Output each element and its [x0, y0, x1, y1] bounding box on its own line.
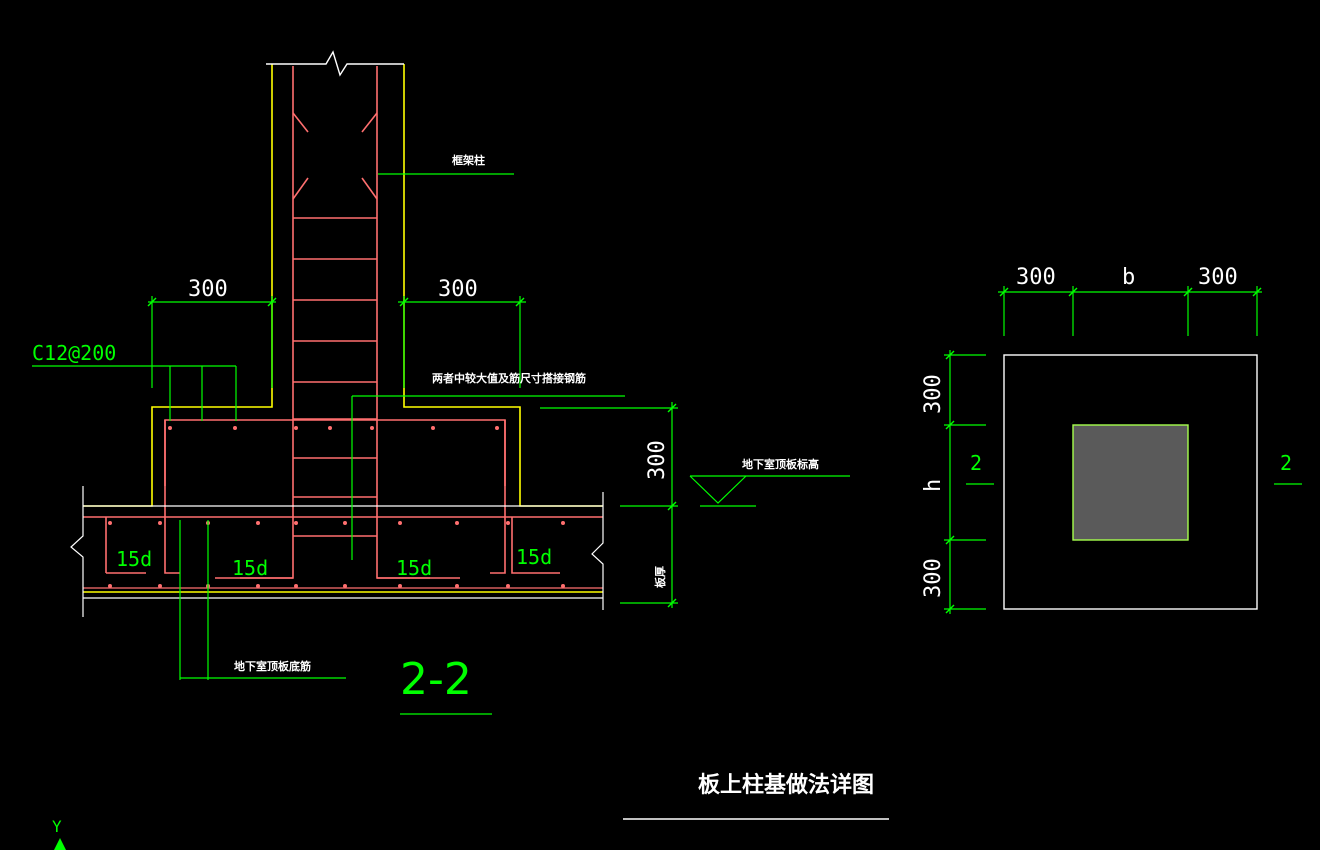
plan-dim-top-b: b	[1122, 265, 1135, 290]
rebar-dot	[294, 426, 298, 430]
anchor-label-3: 15d	[396, 556, 432, 580]
plan-dim-side-bottom: 300	[921, 558, 946, 598]
plan-dim-top-right: 300	[1198, 265, 1238, 290]
rebar-dot	[495, 426, 499, 430]
pedestal-outline	[1003, 354, 1258, 610]
rebar-dot	[294, 521, 298, 525]
plan-view: 300 b 300 300 h 300 2 2	[921, 265, 1302, 614]
floor-slab	[70, 486, 604, 617]
rebar-dot	[370, 426, 374, 430]
rebar-callout: C12@200	[32, 341, 116, 365]
anchor-label-1: 15d	[116, 547, 152, 571]
rebar-dot	[158, 521, 162, 525]
section-2-2: 300 300 300 C12@200 15d 15d 15d 15d 框架柱 …	[32, 50, 850, 715]
rebar-dot	[431, 426, 435, 430]
rebar-dot	[256, 584, 260, 588]
column-rebar	[240, 66, 430, 579]
section-dimensions	[32, 173, 850, 715]
rebar-dot	[108, 521, 112, 525]
dim-left-width: 300	[188, 277, 228, 302]
rebar-dot	[168, 426, 172, 430]
column-section	[1072, 424, 1189, 541]
rebar-dot	[256, 521, 260, 525]
rebar-dot	[561, 584, 565, 588]
note-floor-level: 地下室顶板标高	[742, 457, 819, 471]
cut-mark-right: 2	[1280, 451, 1292, 475]
rebar-dot	[455, 584, 459, 588]
plan-dim-top-left: 300	[1016, 265, 1056, 290]
rebar-dot	[158, 584, 162, 588]
rebar-dots	[108, 426, 565, 588]
rebar-dot	[233, 426, 237, 430]
rebar-dot	[561, 521, 565, 525]
pedestal-rebar	[83, 419, 603, 579]
note-slab-thickness: 板厚	[653, 566, 667, 588]
section-label: 2-2	[400, 654, 472, 705]
ucs-axis-icon: Y	[52, 817, 66, 850]
ucs-y-label: Y	[52, 817, 62, 836]
plan-dim-side-top: 300	[921, 374, 946, 414]
rebar-dot	[328, 426, 332, 430]
dim-right-width: 300	[438, 277, 478, 302]
break-line-top	[266, 50, 404, 77]
drawing-title: 板上柱基做法详图	[698, 772, 874, 798]
rebar-dot	[455, 521, 459, 525]
rebar-dot	[398, 521, 402, 525]
rebar-dot	[343, 521, 347, 525]
column-outline	[83, 64, 603, 507]
dimension-ticks	[147, 297, 677, 608]
plan-dim-side-h: h	[921, 479, 946, 492]
note-column: 框架柱	[452, 153, 485, 167]
anchor-label-2: 15d	[232, 556, 268, 580]
plan-dimensions	[944, 286, 1302, 614]
drawing-title-block: 板上柱基做法详图	[623, 772, 889, 820]
anchor-label-4: 15d	[516, 545, 552, 569]
rebar-dot	[294, 584, 298, 588]
cut-mark-left: 2	[970, 451, 982, 475]
rebar-dot	[506, 584, 510, 588]
rebar-dot	[398, 584, 402, 588]
note-bottom-rebar: 地下室顶板底筋	[234, 659, 311, 673]
note-lap-bar: 两者中较大值及筋尺寸搭接钢筋	[432, 371, 586, 385]
plan-dimension-ticks	[945, 287, 1262, 614]
rebar-dot	[343, 584, 347, 588]
rebar-dot	[506, 521, 510, 525]
rebar-dot	[108, 584, 112, 588]
dim-pedestal-height: 300	[645, 440, 670, 480]
